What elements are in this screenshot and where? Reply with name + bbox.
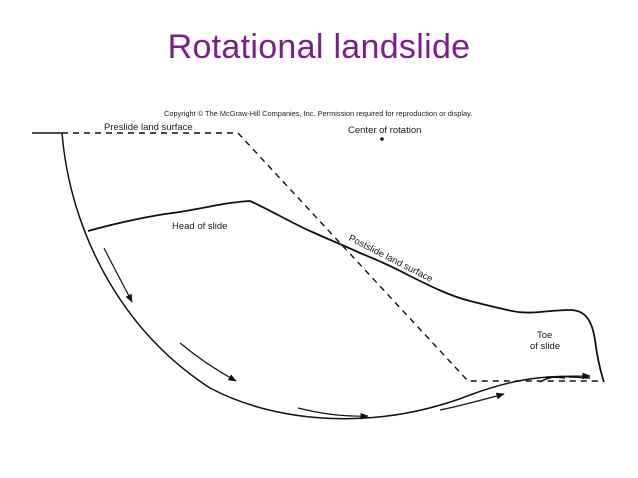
postslide-label: Postslide land surface (347, 233, 435, 285)
center-of-rotation-dot (380, 137, 384, 141)
motion-arrow-5 (545, 372, 591, 380)
motion-arrow-4 (439, 392, 505, 411)
toe-label-line1: Toe (537, 330, 552, 341)
motion-arrow-1 (103, 247, 133, 303)
toe-label-line2: of slide (530, 341, 560, 352)
motion-arrow-3 (297, 407, 369, 420)
center-of-rotation-label: Center of rotation (348, 125, 421, 136)
postslide-surface-line (87, 200, 605, 383)
head-of-slide-label: Head of slide (172, 221, 227, 232)
preslide-surface-line (62, 132, 603, 382)
motion-arrow-2 (179, 342, 237, 382)
preslide-label: Preslide land surface (104, 122, 193, 133)
slide-title: Rotational landslide (167, 28, 471, 66)
copyright-notice: Copyright © The McGraw-Hill Companies, I… (164, 109, 473, 118)
slip-surface-arc (61, 132, 566, 420)
